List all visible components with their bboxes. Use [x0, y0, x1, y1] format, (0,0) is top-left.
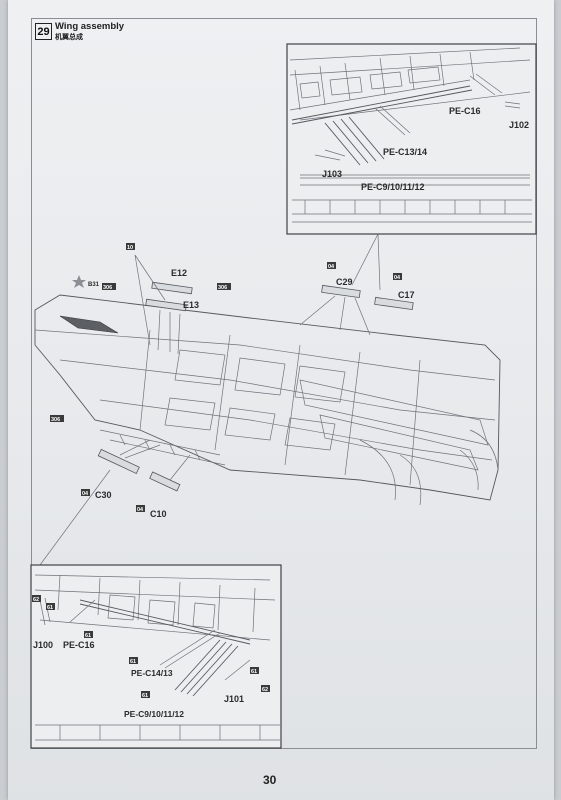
tag-61-c: 61 — [130, 659, 136, 665]
label-j103: J103 — [322, 169, 342, 179]
label-e13: E13 — [183, 300, 199, 310]
tag-04-c: 04 — [82, 491, 89, 497]
label-e12: E12 — [171, 268, 187, 278]
top-inset: PE-C16 J102 PE-C13/14 J103 PE-C9/10/11/1… — [286, 43, 537, 235]
tag-10: 10 — [127, 245, 133, 251]
label-pe-c9-12-top: PE-C9/10/11/12 — [361, 182, 425, 192]
step-subtitle: 机翼总成 — [55, 33, 83, 41]
label-pe-c16-top: PE-C16 — [449, 106, 481, 116]
label-b31: B31 — [88, 282, 100, 288]
step-title: Wing assembly — [55, 21, 125, 32]
star-icon — [72, 275, 86, 288]
label-pe-c9-12-bottom: PE-C9/10/11/12 — [124, 709, 184, 719]
label-pe-c16-bottom: PE-C16 — [63, 640, 95, 650]
bottom-inset: J100 PE-C16 PE-C14/13 PE-C9/10/11/12 J10… — [30, 564, 282, 749]
tag-61-a: 61 — [47, 605, 53, 611]
label-j101: J101 — [224, 694, 244, 704]
tag-62-b: 62 — [262, 687, 268, 693]
tag-04-b: 04 — [394, 275, 401, 281]
label-c17: C17 — [398, 290, 415, 300]
label-j102: J102 — [509, 120, 529, 130]
label-pe-c13-14: PE-C13/14 — [383, 147, 427, 157]
step-number-badge: 29 — [35, 23, 52, 40]
label-j100: J100 — [33, 640, 53, 650]
tag-61-d: 61 — [142, 693, 148, 699]
tag-04-d: 04 — [137, 507, 144, 513]
tag-04-a: 04 — [328, 264, 335, 270]
tag-306-c: 306 — [51, 417, 60, 423]
label-c29: C29 — [336, 277, 353, 287]
tag-61-b: 61 — [85, 633, 91, 639]
grey-panel-306 — [59, 315, 119, 334]
tag-61-e: 61 — [251, 669, 257, 675]
step-frame — [31, 18, 537, 749]
label-c10: C10 — [150, 509, 167, 519]
page-number: 30 — [263, 773, 277, 787]
main-wing-view: E12 E13 C29 C17 C30 C10 B31 10 306 306 3… — [34, 243, 501, 519]
label-pe-c14-13: PE-C14/13 — [131, 668, 173, 678]
tag-62-a: 62 — [33, 597, 39, 603]
tag-306-b: 306 — [218, 285, 227, 291]
label-c30: C30 — [95, 490, 112, 500]
tag-306-a: 306 — [103, 285, 112, 291]
